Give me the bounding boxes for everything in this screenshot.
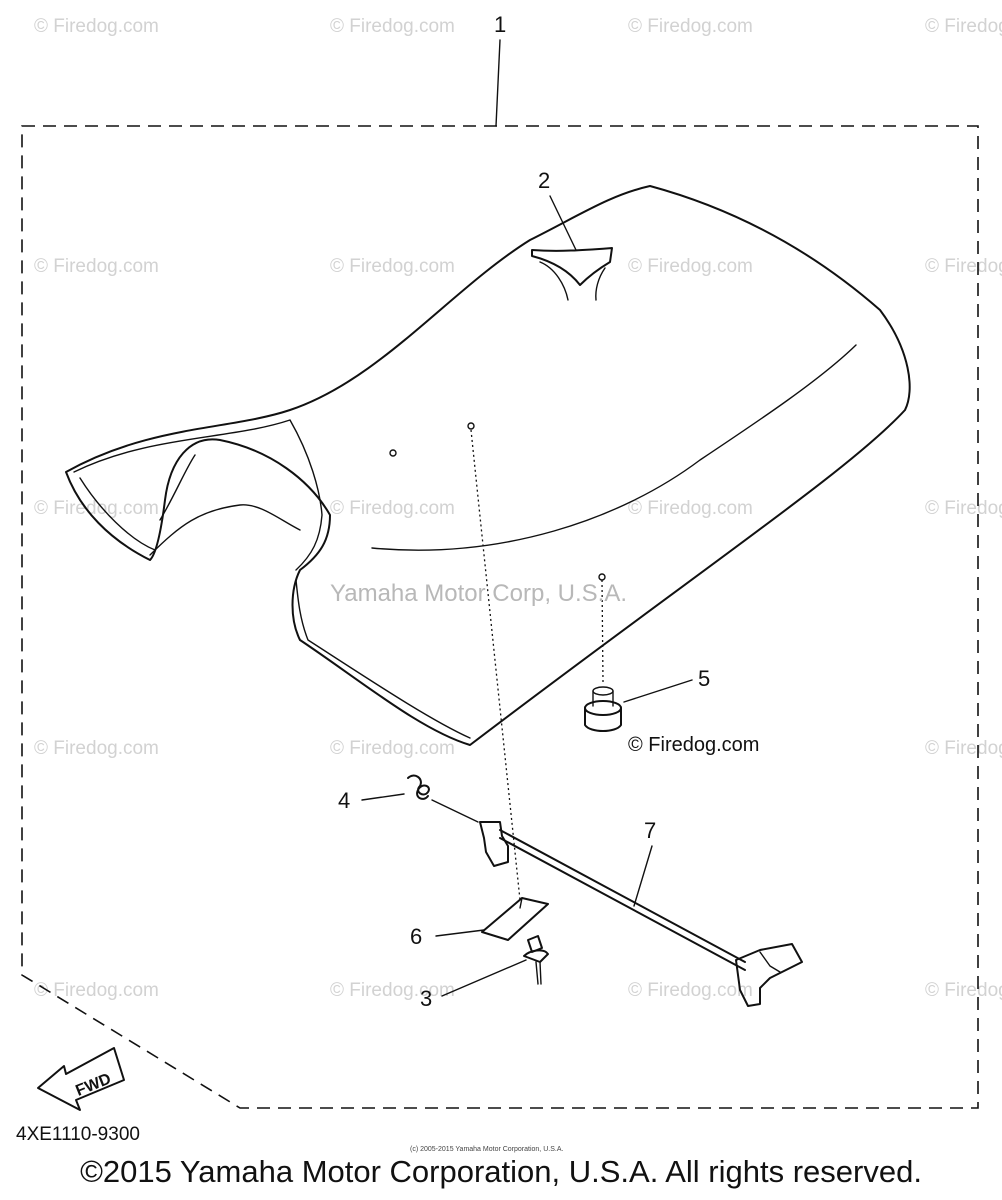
callout-4: 4 <box>338 788 350 813</box>
watermark: © Firedog.com <box>925 16 1002 37</box>
callout-5: 5 <box>698 666 710 691</box>
part-2-seat-strap <box>531 247 613 301</box>
watermark: © Firedog.com <box>925 980 1002 1001</box>
leader-6 <box>435 929 485 937</box>
watermark: © Firedog.com <box>628 498 753 519</box>
leader-7 <box>633 845 653 907</box>
callout-7: 7 <box>644 818 656 843</box>
mount-hole <box>467 422 475 430</box>
watermark: © Firedog.com <box>34 498 159 519</box>
callout-3: 3 <box>420 986 432 1011</box>
part-4-spring <box>407 774 479 823</box>
mount-hole <box>389 449 397 457</box>
copyright-notice: ©2015 Yamaha Motor Corporation, U.S.A. A… <box>80 1154 922 1189</box>
part-6-plate <box>481 897 549 941</box>
watermark: © Firedog.com <box>628 980 753 1001</box>
watermark: © Firedog.com <box>628 16 753 37</box>
callout-2: 2 <box>538 168 550 193</box>
watermark: © Firedog.com <box>330 256 455 277</box>
callout-6: 6 <box>410 924 422 949</box>
diagram-code: 4XE1110-9300 <box>16 1124 140 1145</box>
watermark: © Firedog.com <box>330 980 455 1001</box>
seat <box>65 185 911 746</box>
mount-line <box>601 579 604 683</box>
assembly-boundary <box>21 125 979 1109</box>
leader-3 <box>441 959 527 997</box>
watermark: © Firedog.com <box>628 256 753 277</box>
watermark: © Firedog.com <box>34 256 159 277</box>
part-3-rivet <box>523 935 549 985</box>
watermark: © Firedog.com <box>925 256 1002 277</box>
watermark: © Firedog.com <box>34 16 159 37</box>
watermark: © Firedog.com <box>330 738 455 759</box>
watermark: © Firedog.com <box>330 16 455 37</box>
leader-1 <box>495 39 501 127</box>
watermark: © Firedog.com <box>330 498 455 519</box>
small-copyright: (c) 2005-2015 Yamaha Motor Corporation, … <box>410 1146 564 1153</box>
leader-5 <box>623 679 693 703</box>
watermark-grid: © Firedog.com © Firedog.com © Firedog.co… <box>34 16 1002 1001</box>
part-5-damper <box>584 686 622 732</box>
mount-line <box>470 429 521 901</box>
leader-4 <box>361 793 405 801</box>
fwd-label: FWD <box>73 1070 113 1099</box>
watermark: © Firedog.com <box>925 498 1002 519</box>
watermark: © Firedog.com <box>925 738 1002 759</box>
leader-2 <box>549 195 577 251</box>
watermark: © Firedog.com <box>34 980 159 1001</box>
firedog-label: © Firedog.com <box>628 734 760 756</box>
part-7-lock-rod <box>479 821 803 1007</box>
center-watermark: Yamaha Motor Corp, U.S.A. <box>330 580 627 607</box>
forward-arrow: FWD <box>37 1047 125 1111</box>
callout-1: 1 <box>494 12 506 37</box>
watermark: © Firedog.com <box>34 738 159 759</box>
